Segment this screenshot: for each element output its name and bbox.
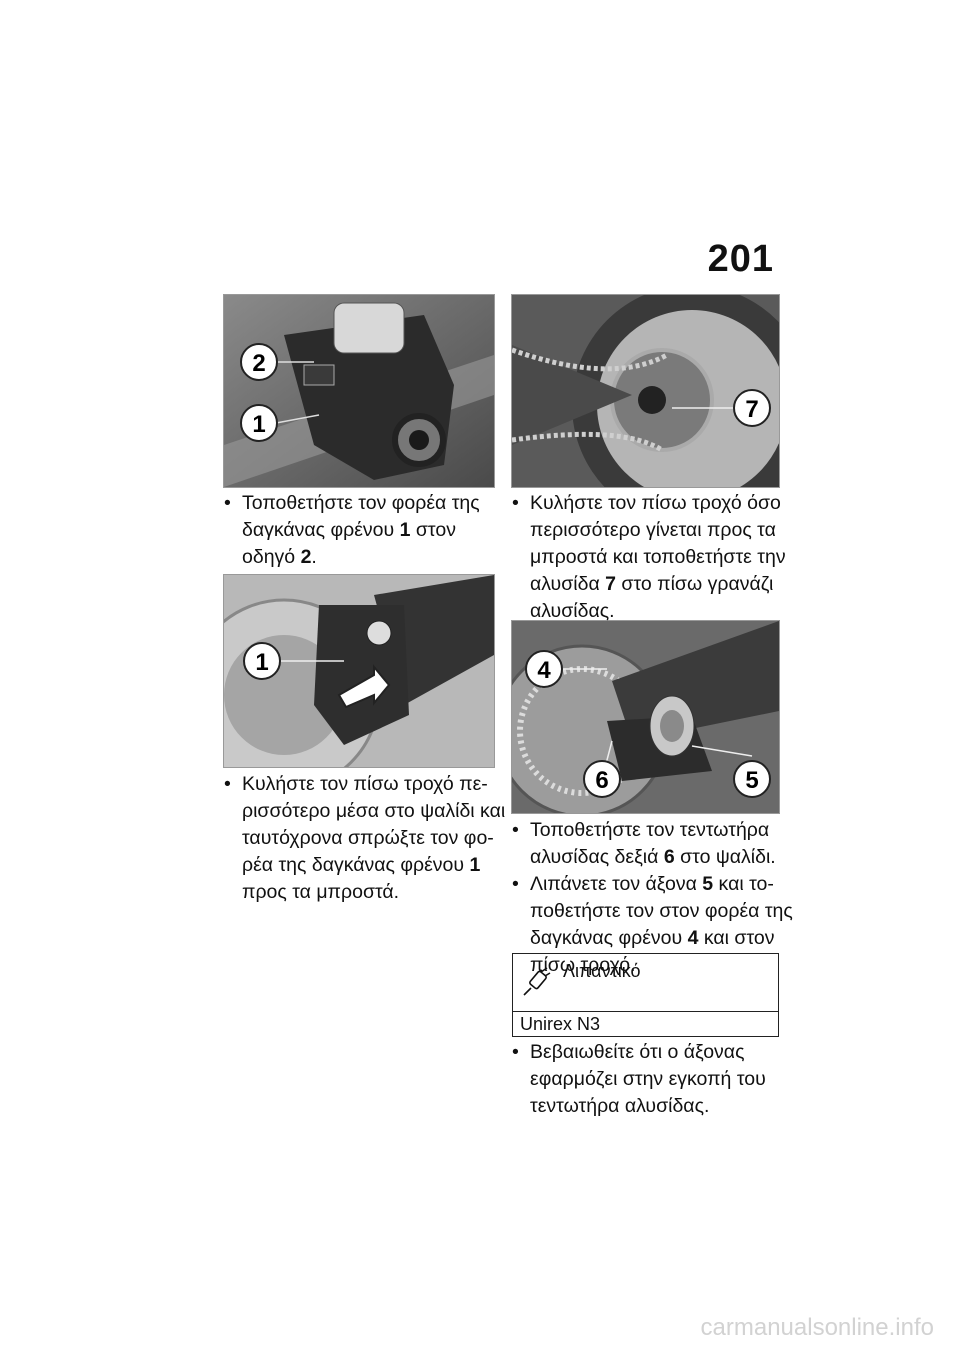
step-line: οδηγό 2. — [242, 546, 317, 568]
bullet: • — [224, 773, 231, 795]
lubricant-value: Unirex N3 — [520, 1014, 601, 1034]
callout-6: 6 — [595, 767, 608, 794]
step-line: ρισσότερο μέσα στο ψαλίδι και — [242, 800, 506, 822]
step-line: δαγκάνας φρένου 1 στον — [242, 519, 456, 541]
step-line: ρέα της δαγκάνας φρένου 1 — [242, 854, 481, 876]
bullet: • — [512, 492, 519, 514]
photo-illustration: 1 — [224, 575, 494, 767]
bullet: • — [512, 873, 519, 895]
callout-7: 7 — [745, 396, 758, 423]
step-line: Τοποθετήστε τον φορέα της — [242, 492, 480, 514]
figure-caliper-carrier-guide: 2 1 — [223, 294, 495, 488]
callout-4: 4 — [537, 657, 551, 684]
callout-1: 1 — [252, 411, 265, 438]
callout-2: 2 — [252, 350, 265, 377]
callout-1: 1 — [255, 649, 268, 676]
step-line: Λιπάνετε τον άξονα 5 και το- — [530, 873, 774, 895]
figure-chain-on-sprocket: 7 — [511, 294, 780, 488]
step-line: προς τα μπροστά. — [242, 881, 400, 903]
bullet: • — [512, 1041, 519, 1063]
step-line: μπροστά και τοποθετήστε την — [530, 546, 786, 568]
photo-illustration: 2 1 — [224, 295, 494, 487]
step-line: αλυσίδας δεξιά 6 στο ψαλίδι. — [530, 846, 776, 868]
watermark: carmanualsonline.info — [700, 1314, 934, 1341]
step-roll-wheel-push-carrier: • Κυλήστε τον πίσω τροχό πε- ρισσότερο μ… — [224, 771, 505, 906]
step-line: ποθετήστε τον στον φορέα της — [530, 900, 793, 922]
step-line: Κυλήστε τον πίσω τροχό πε- — [242, 773, 488, 795]
figure-push-carrier-forward: 1 — [223, 574, 495, 768]
lubricant-table: Λιπαντικό Unirex N3 — [512, 953, 779, 1037]
step-fit-chain: • Κυλήστε τον πίσω τροχό όσο περισσότερο… — [512, 490, 786, 625]
step-line: πίσω τροχό. — [530, 954, 636, 976]
step-line: αλυσίδας. — [530, 600, 615, 622]
step-line: περισσότερο γίνεται προς τα — [530, 519, 776, 541]
lubricant-label: Λιπαντικό — [563, 961, 641, 981]
step-line: Κυλήστε τον πίσω τροχό όσο — [530, 492, 781, 514]
lubricant-label-row: Λιπαντικό — [513, 954, 778, 1011]
photo-illustration: 4 6 5 — [512, 621, 779, 813]
step-line: δαγκάνας φρένου 4 και στον — [530, 927, 775, 949]
step-insert-carrier: • Τοποθετήστε τον φορέα της δαγκάνας φρέ… — [224, 490, 480, 571]
step-line: Τοποθετήστε τον τεντωτήρα — [530, 819, 770, 841]
figure-tensioner-axle: 4 6 5 — [511, 620, 780, 814]
grease-gun-icon — [523, 967, 551, 996]
step-place-tensioner: • Τοποθετήστε τον τεντωτήρα αλυσίδας δεξ… — [512, 817, 776, 871]
step-line: ταυτόχρονα σπρώξτε τον φο- — [242, 827, 494, 849]
photo-illustration: 7 — [512, 295, 779, 487]
step-check-axle: • Βεβαιωθείτε ότι ο άξονας εφαρμόζει στη… — [512, 1039, 766, 1120]
lubricant-value-row: Unirex N3 — [513, 1011, 778, 1037]
step-line: εφαρμόζει στην εγκοπή του — [530, 1068, 766, 1090]
page-number: 201 — [707, 238, 774, 280]
step-line: Βεβαιωθείτε ότι ο άξονας — [530, 1041, 745, 1063]
step-line: αλυσίδα 7 στο πίσω γρανάζι — [530, 573, 774, 595]
step-lubricate-axle: • Λιπάνετε τον άξονα 5 και το- ποθετήστε… — [512, 871, 793, 979]
bullet: • — [224, 492, 231, 514]
step-line: τεντωτήρα αλυσίδας. — [530, 1095, 710, 1117]
callout-5: 5 — [745, 767, 758, 794]
bullet: • — [512, 819, 519, 841]
